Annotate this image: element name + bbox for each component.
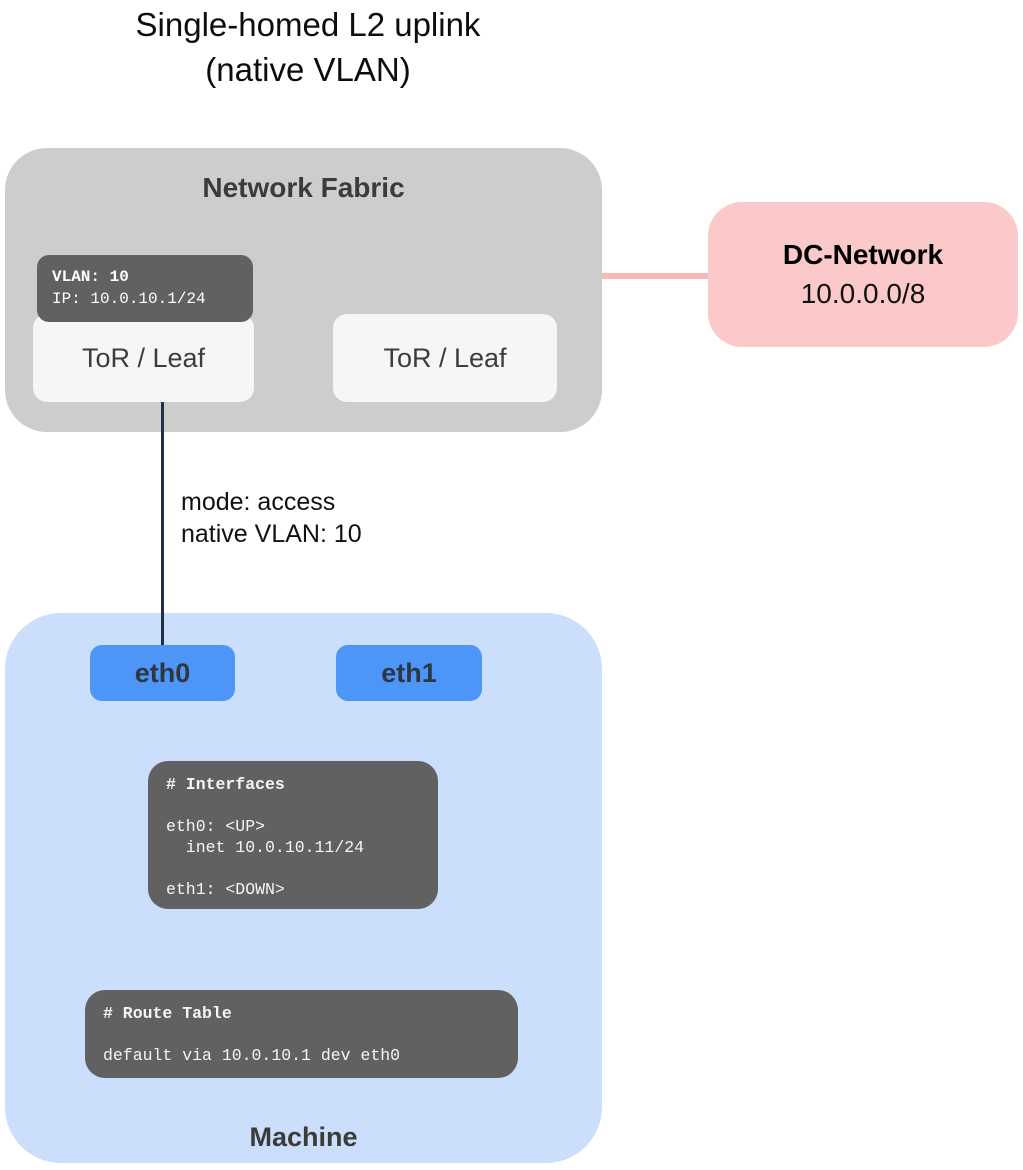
- diagram-title-line1: Single-homed L2 uplink: [135, 6, 481, 43]
- interfaces-panel-body: eth0: <UP> inet 10.0.10.11/24 eth1: <DOW…: [166, 817, 365, 899]
- nic-eth1: eth1: [336, 645, 482, 701]
- route-panel-header: # Route Table: [103, 1004, 232, 1023]
- uplink-native-vlan-line: native VLAN: 10: [181, 520, 362, 548]
- uplink-mode-label: mode: access native VLAN: 10: [181, 486, 362, 550]
- tor-leaf-right-label: ToR / Leaf: [383, 342, 507, 373]
- vlan-badge-vlan-line: VLAN: 10: [52, 268, 129, 286]
- route-table-code-panel: # Route Table default via 10.0.10.1 dev …: [85, 990, 518, 1078]
- nic-eth0-label: eth0: [134, 657, 191, 688]
- uplink-mode-line: mode: access: [181, 488, 336, 516]
- dc-network-link-line: [602, 273, 708, 279]
- tor-leaf-node-right: ToR / Leaf: [333, 314, 557, 402]
- uplink-connector-line: [161, 402, 164, 648]
- diagram-title: Single-homed L2 uplink (native VLAN): [0, 2, 616, 92]
- dc-network-name: DC-Network: [782, 239, 944, 270]
- nic-eth0: eth0: [90, 645, 235, 701]
- dc-network-cidr: 10.0.0.0/8: [800, 278, 926, 309]
- network-fabric-label: Network Fabric: [202, 172, 405, 203]
- diagram-title-line2: (native VLAN): [205, 51, 411, 88]
- vlan-badge-ip-line: IP: 10.0.10.1/24: [52, 290, 206, 308]
- nic-eth1-label: eth1: [381, 657, 437, 688]
- interfaces-code-panel: # Interfaces eth0: <UP> inet 10.0.10.11/…: [148, 761, 438, 909]
- tor-leaf-left-label: ToR / Leaf: [81, 342, 206, 373]
- route-panel-body: default via 10.0.10.1 dev eth0: [103, 1046, 401, 1065]
- tor-leaf-node-left: ToR / Leaf: [33, 314, 254, 402]
- interfaces-panel-header: # Interfaces: [166, 775, 285, 794]
- machine-label: Machine: [249, 1122, 358, 1152]
- vlan-info-badge: VLAN: 10 IP: 10.0.10.1/24: [37, 255, 253, 322]
- dc-network-box: DC-Network 10.0.0.0/8: [708, 202, 1018, 347]
